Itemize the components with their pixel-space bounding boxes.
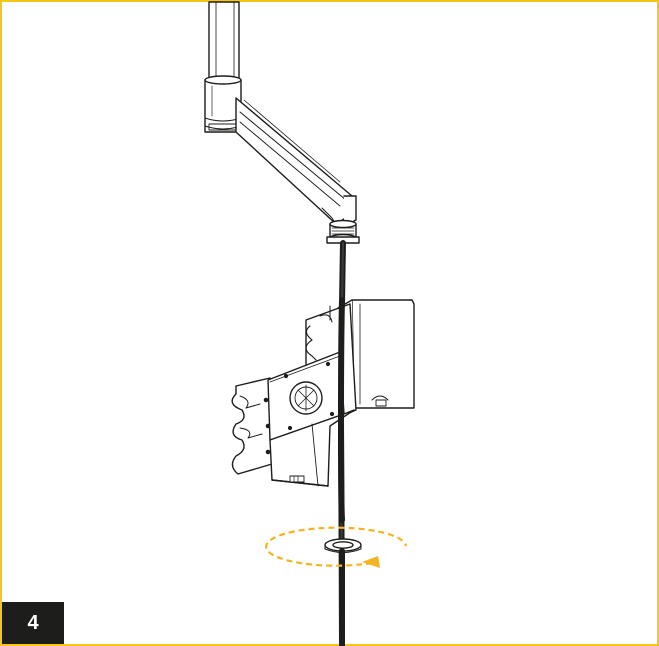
- threaded-connector: [326, 219, 360, 244]
- vertical-pole: [208, 1, 240, 79]
- power-cable-front: [338, 297, 345, 523]
- rotate-clockwise-arrow-icon: [265, 526, 408, 568]
- bracket-front-face: [267, 351, 345, 441]
- articulated-arm: [235, 97, 357, 227]
- step-number-badge: 4: [2, 602, 64, 644]
- bracket-left-flange: [231, 377, 273, 475]
